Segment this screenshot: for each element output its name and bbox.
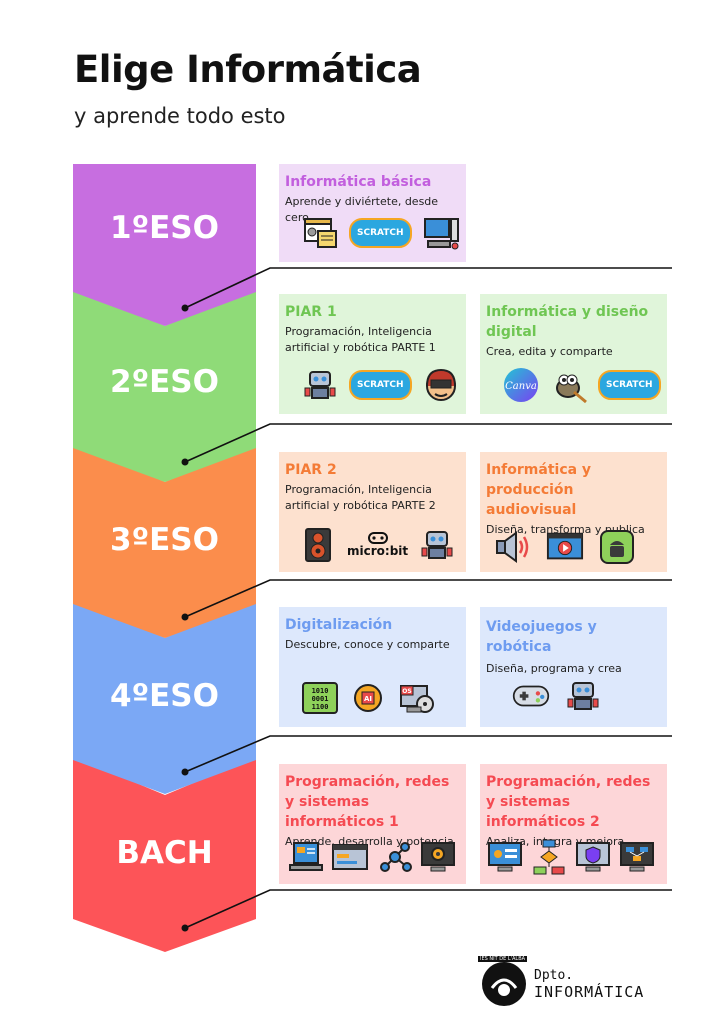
- dashboard-monitor-icon: [486, 838, 524, 876]
- level-label-bach: BACH: [116, 835, 213, 871]
- course-description: Programación, Inteligencia artificial y …: [285, 325, 436, 354]
- course-title: Digitalización: [285, 617, 393, 633]
- svg-text:1100: 1100: [312, 703, 329, 711]
- course-card-informatica-basica: Informática básica Aprende y diviértete,…: [279, 164, 466, 262]
- course-title: Programación, redes y sistemas informáti…: [285, 774, 450, 830]
- laptop-code-icon: [287, 838, 325, 876]
- level-arrow-2eso: 2ºESO: [73, 288, 256, 482]
- page-title: Elige Informática: [74, 48, 422, 91]
- department-label: Dpto.: [534, 967, 574, 983]
- svg-text:OS: OS: [402, 688, 411, 695]
- svg-text:Canva: Canva: [505, 381, 537, 392]
- settings-monitor-icon: [419, 838, 457, 876]
- level-label-3eso: 3ºESO: [110, 522, 219, 558]
- scratch-logo-icon: SCRATCH: [598, 370, 661, 400]
- volume-speaker-icon: [494, 528, 532, 566]
- course-icons: [486, 838, 656, 876]
- course-icons: SCRATCH: [301, 214, 460, 252]
- level-arrow-bach: BACH: [73, 757, 256, 952]
- course-icons: [287, 838, 457, 876]
- course-icons: micro:bit: [299, 526, 456, 564]
- gimp-logo-icon: [550, 366, 588, 404]
- robot-icon: [564, 677, 602, 715]
- level-label-2eso: 2ºESO: [110, 364, 219, 400]
- flowchart-icon: [530, 838, 568, 876]
- level-arrow-4eso: 4ºESO: [73, 600, 256, 794]
- level-arrow-1eso: 1ºESO: [73, 164, 256, 326]
- course-icons: [512, 677, 602, 715]
- school-logo-badge: IES NIT DE L'ALBA: [478, 956, 528, 962]
- course-icons: SCRATCH: [301, 366, 460, 404]
- ai-brain-icon: AI: [349, 679, 387, 717]
- vr-headset-icon: [422, 366, 460, 404]
- course-description: Diseña, programa y crea: [486, 662, 622, 675]
- os-computer-icon: OS: [397, 679, 435, 717]
- course-description: Programación, Inteligencia artificial y …: [285, 483, 436, 512]
- course-card-diseno-digital: Informática y diseño digital Crea, edita…: [480, 294, 667, 414]
- course-title: Programación, redes y sistemas informáti…: [486, 774, 651, 830]
- course-card-programacion-redes-1: Programación, redes y sistemas informáti…: [279, 764, 466, 884]
- gamepad-icon: [512, 677, 550, 715]
- department-text: Dpto. INFORMÁTICA: [534, 968, 644, 1001]
- course-title: PIAR 2: [285, 462, 337, 478]
- course-description: Crea, edita y comparte: [486, 345, 613, 358]
- level-label-4eso: 4ºESO: [110, 678, 219, 714]
- level-arrow-3eso: 3ºESO: [73, 444, 256, 638]
- speaker-box-icon: [299, 526, 337, 564]
- course-card-programacion-redes-2: Programación, redes y sistemas informáti…: [480, 764, 667, 884]
- department-name: INFORMÁTICA: [534, 982, 645, 1001]
- course-description: Descubre, conoce y comparte: [285, 638, 450, 651]
- course-description: Aprende, desarrolla y potencia: [285, 835, 454, 848]
- svg-text:AI: AI: [364, 695, 372, 703]
- course-title: Informática y diseño digital: [486, 304, 649, 340]
- network-nodes-icon: [375, 838, 413, 876]
- robot-icon: [418, 526, 456, 564]
- page-subtitle: y aprende todo esto: [74, 104, 286, 128]
- svg-text:1010: 1010: [312, 687, 329, 695]
- course-title: Informática y producción audiovisual: [486, 462, 592, 518]
- school-logo-icon: IES NIT DE L'ALBA: [478, 956, 528, 1006]
- system-diagram-icon: [618, 838, 656, 876]
- svg-text:0001: 0001: [312, 695, 329, 703]
- course-title: Videojuegos y robótica: [486, 619, 597, 655]
- course-card-digitalizacion: Digitalización Descubre, conoce y compar…: [279, 607, 466, 727]
- course-icons: Canva SCRATCH: [502, 366, 661, 404]
- video-player-icon: [546, 528, 584, 566]
- course-title: Informática básica: [285, 174, 432, 190]
- code-document-icon: [301, 214, 339, 252]
- course-card-piar-2: PIAR 2 Programación, Inteligencia artifi…: [279, 452, 466, 572]
- level-label-1eso: 1ºESO: [110, 210, 219, 246]
- course-card-piar-1: PIAR 1 Programación, Inteligencia artifi…: [279, 294, 466, 414]
- course-card-videojuegos-robotica: Videojuegos y robótica Diseña, programa …: [480, 607, 667, 727]
- security-monitor-icon: [574, 838, 612, 876]
- robot-icon: [301, 366, 339, 404]
- scratch-logo-icon: SCRATCH: [349, 218, 412, 248]
- course-title: PIAR 1: [285, 304, 337, 320]
- scratch-logo-icon: SCRATCH: [349, 370, 412, 400]
- course-icons: [494, 528, 636, 566]
- department-logo: IES NIT DE L'ALBA Dpto. INFORMÁTICA: [478, 956, 644, 1006]
- desktop-computer-icon: [422, 214, 460, 252]
- course-description: Aprende y diviértete, desde cero: [285, 195, 439, 224]
- canva-logo-icon: Canva: [502, 366, 540, 404]
- course-card-produccion-audiovisual: Informática y producción audiovisual Dis…: [480, 452, 667, 572]
- code-window-icon: [331, 838, 369, 876]
- microbit-text: micro:bit: [347, 544, 409, 558]
- android-icon: [598, 528, 636, 566]
- microbit-logo-icon: micro:bit: [347, 532, 408, 558]
